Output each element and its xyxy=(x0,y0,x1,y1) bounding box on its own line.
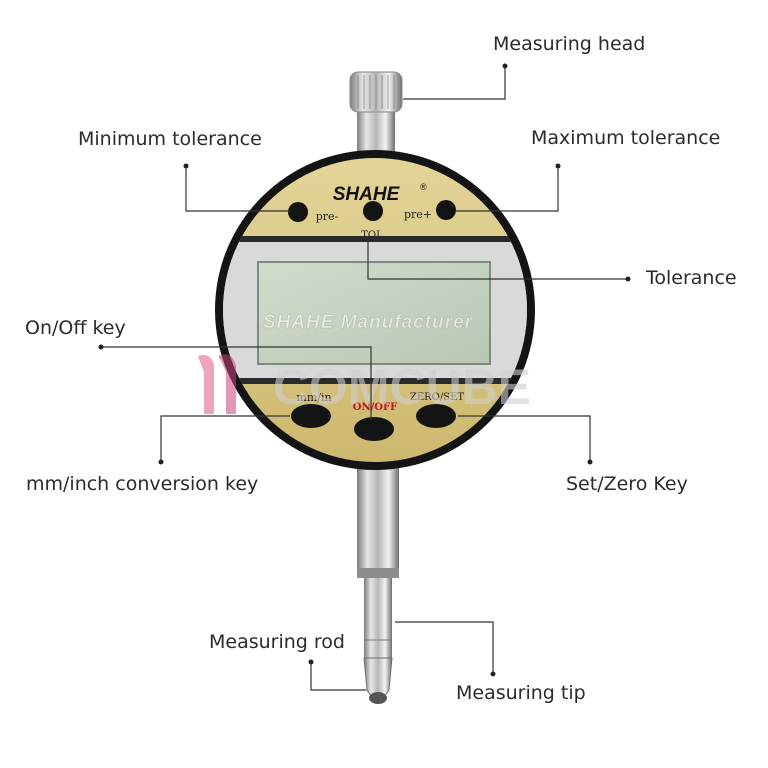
registered-mark: ® xyxy=(420,182,427,192)
leader-measuring-head xyxy=(403,66,506,100)
measuring-head xyxy=(349,71,403,168)
label-on-off-key: On/Off key xyxy=(25,317,126,339)
label-maximum-tolerance: Maximum tolerance xyxy=(531,127,721,149)
tol-button xyxy=(363,201,383,221)
manufacturer-watermark: SHAHE Manufacturer xyxy=(263,312,474,333)
leader-dots xyxy=(98,63,631,677)
on-off-button xyxy=(354,417,394,441)
measuring-tip xyxy=(363,657,393,704)
store-watermark-logo xyxy=(198,354,236,414)
mm-in-text: mm/in xyxy=(296,391,331,404)
on-off-text: ON/OFF xyxy=(353,402,397,413)
label-set-zero-key: Set/Zero Key xyxy=(566,473,688,495)
label-mm-inch-conversion-key: mm/inch conversion key xyxy=(26,473,259,495)
measuring-rod xyxy=(357,458,399,658)
tol-text: TOL xyxy=(361,230,383,241)
label-measuring-tip: Measuring tip xyxy=(456,682,586,704)
leader-lines xyxy=(101,66,628,691)
leader-tolerance xyxy=(367,242,628,280)
leader-measuring-rod xyxy=(310,662,366,691)
mm-in-button xyxy=(291,404,331,428)
leader-maximum-tolerance xyxy=(455,166,559,212)
leader-measuring-tip xyxy=(395,621,494,674)
pre-plus-text: pre+ xyxy=(404,208,432,221)
label-measuring-rod: Measuring rod xyxy=(209,631,345,653)
label-measuring-head: Measuring head xyxy=(493,33,646,55)
leader-mm-inch-key xyxy=(160,415,290,462)
leader-on-off-key xyxy=(101,346,372,420)
pre-minus-text: pre- xyxy=(316,210,339,223)
leader-set-zero-key xyxy=(458,415,591,462)
pre-minus-button xyxy=(288,202,308,222)
pre-plus-button xyxy=(436,200,456,220)
label-tolerance: Tolerance xyxy=(646,267,737,289)
brand-text: SHAHE xyxy=(333,184,401,205)
label-minimum-tolerance: Minimum tolerance xyxy=(78,128,262,150)
zero-set-text: ZERO/SET xyxy=(410,392,464,403)
zero-set-button xyxy=(416,404,456,428)
store-watermark: COMCUBE xyxy=(273,359,531,415)
leader-minimum-tolerance xyxy=(185,166,290,212)
